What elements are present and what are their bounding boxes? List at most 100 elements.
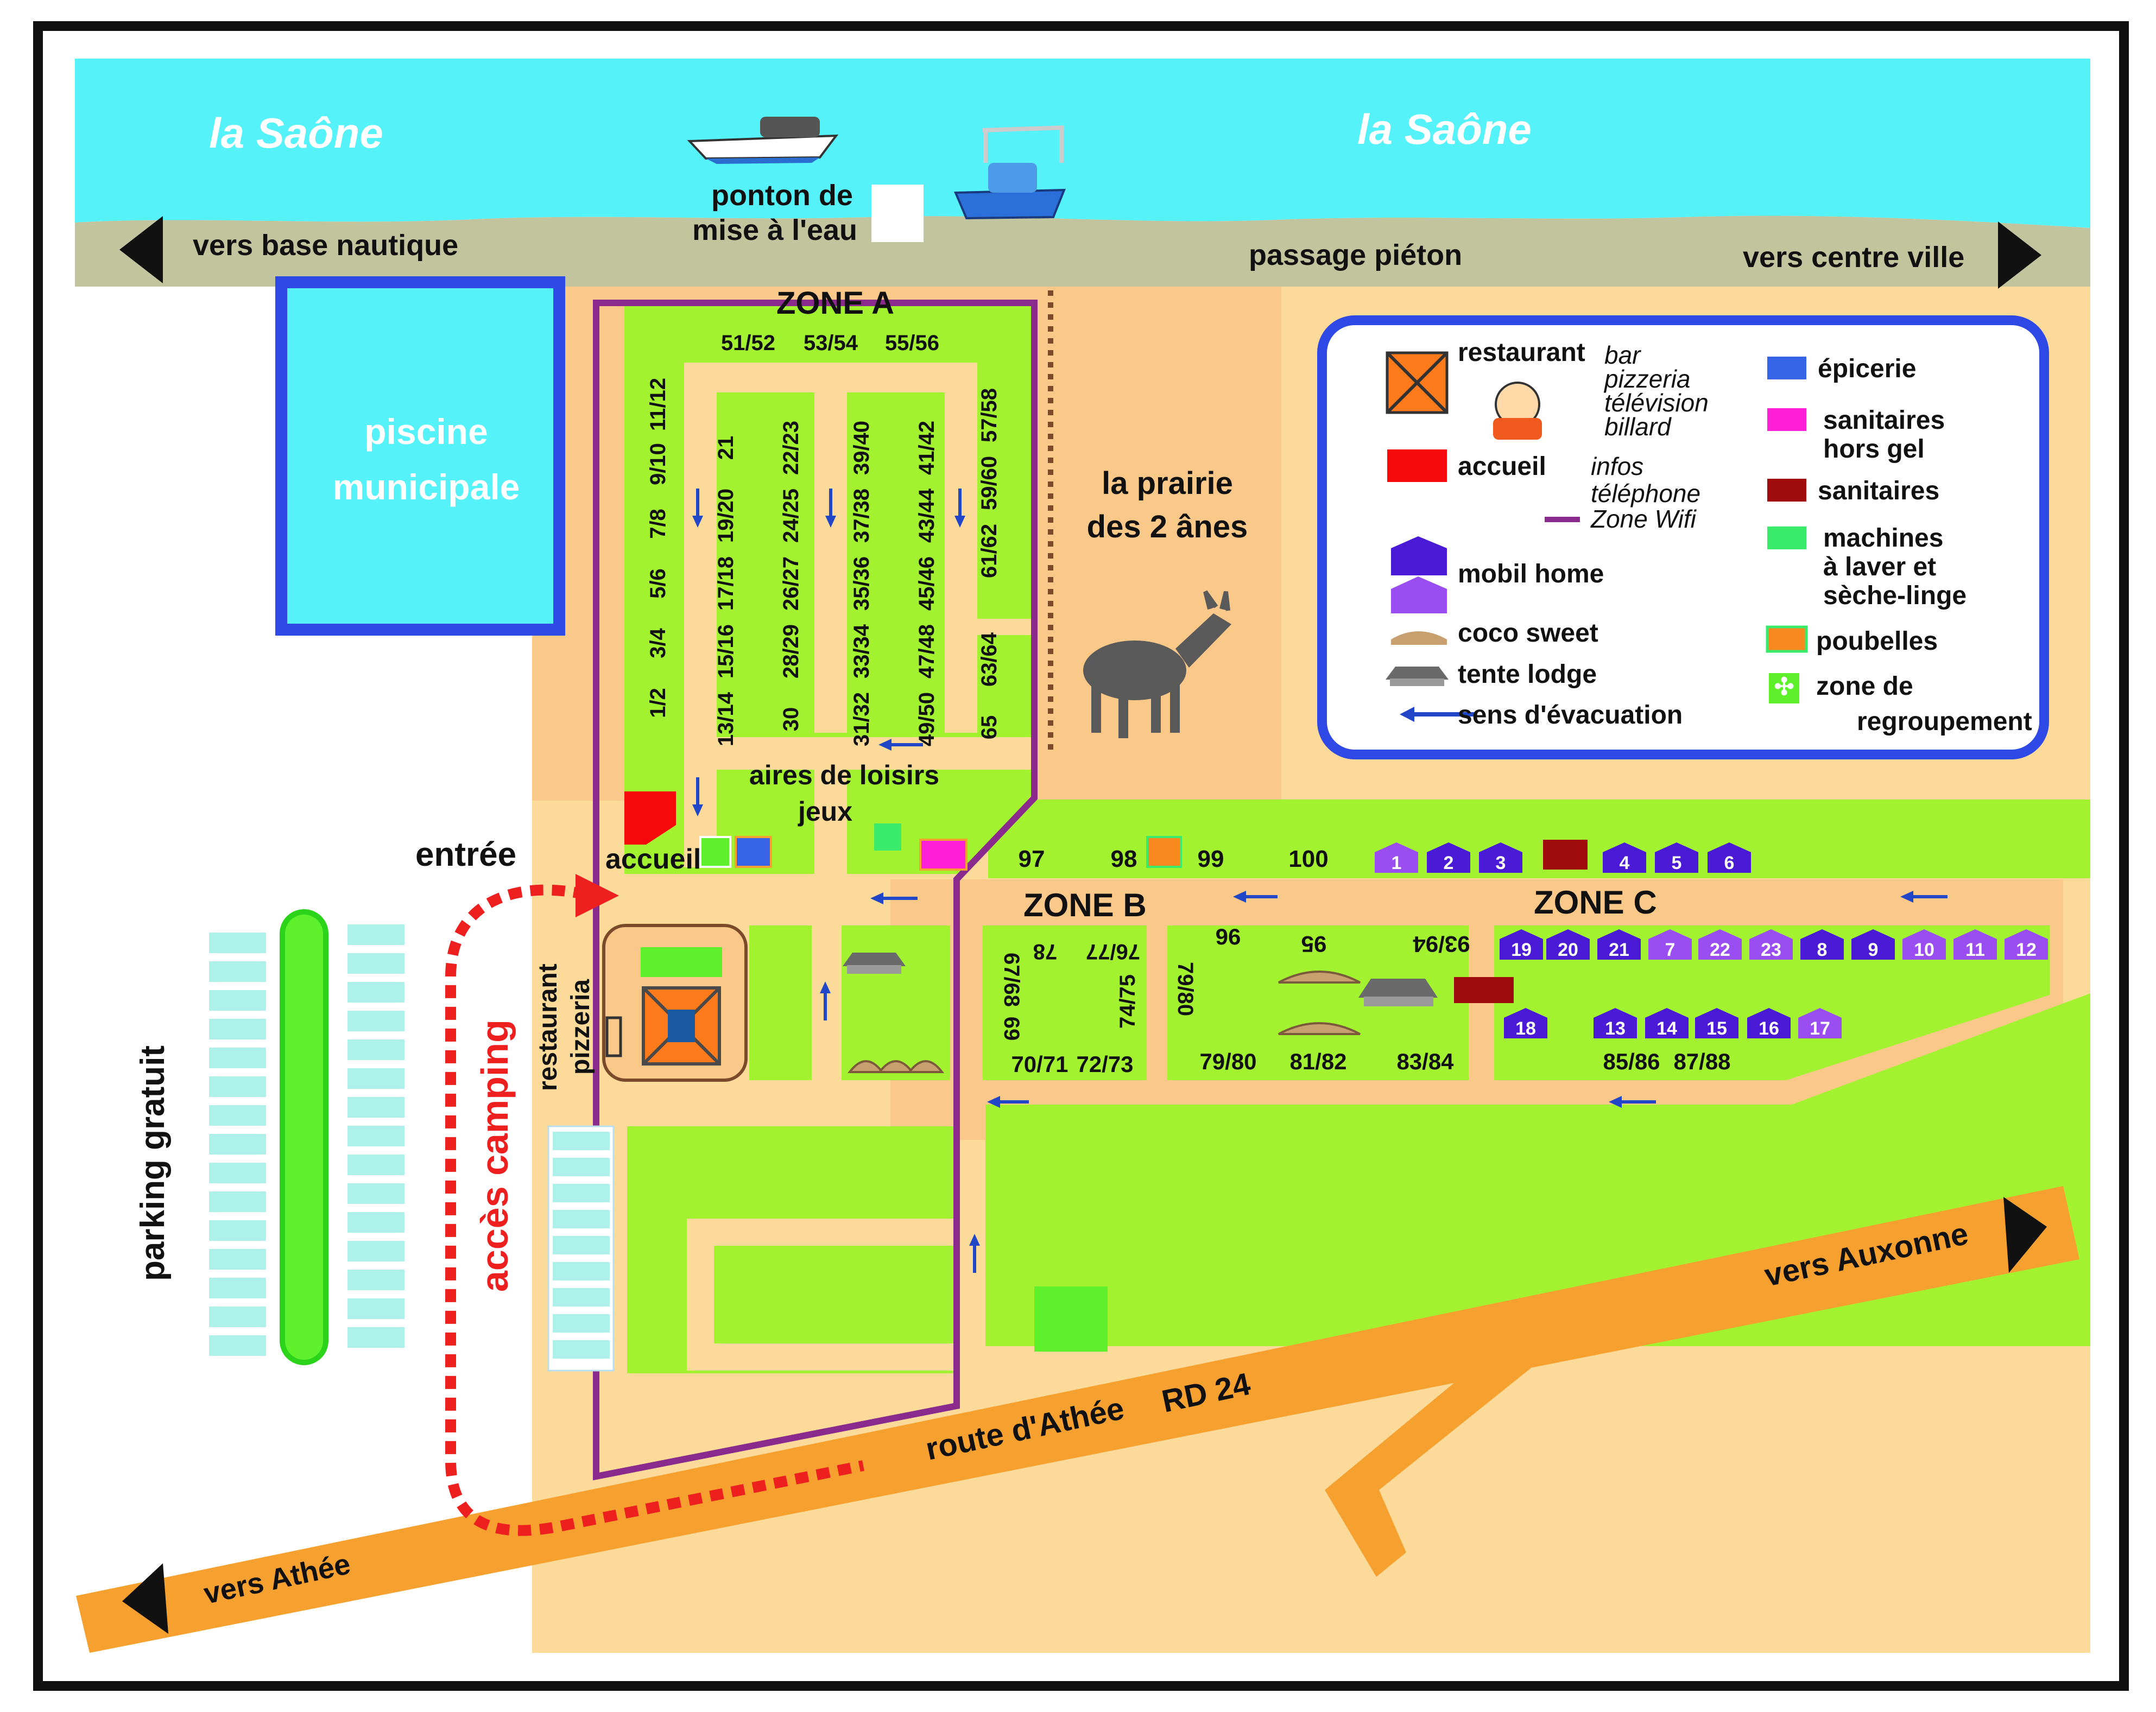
parking-slot [347,982,404,1003]
legend-wifi: Zone Wifi [1590,505,1697,533]
pitch-72-73: 72/73 [1076,1051,1133,1077]
mobil-home-icon: 12 [2005,929,2048,960]
parking [209,909,404,1365]
prairie-label-1: la prairie [1102,466,1233,501]
pitch-93-94: 93/94 [1413,931,1470,957]
parking-slot [347,1298,404,1319]
mobil-home-icon: 16 [1747,1008,1791,1039]
pitch-label: 17/18 [714,556,738,611]
river-label-right: la Saône [1357,105,1532,153]
pitch-97: 97 [1019,846,1045,872]
prairie-label-2: des 2 ânes [1087,509,1248,544]
mobil-home-icon: 3 [1479,842,1522,873]
legend-infos: infos [1591,452,1643,480]
pitch-label: 43/44 [915,488,939,543]
wifi-zone-outline [593,300,1038,1481]
pitch-label: 5/6 [646,568,670,599]
parking-slot [347,1327,404,1348]
access-path [445,884,864,1536]
mobil-home-icon: 5 [1655,842,1698,873]
zone-a [624,305,1032,878]
svg-text:1: 1 [1392,853,1402,873]
pitch-67-68: 67/68 [1000,953,1023,1007]
path-right-label: vers centre ville [1743,241,1964,274]
svg-text:9: 9 [1868,940,1879,960]
coco-sweet-icon [907,1060,945,1073]
legend-machines-1: machines [1823,524,1943,553]
parking-slot [209,1249,266,1270]
mobil-home-icon: 11 [1953,929,1997,960]
tente-lodge-icon [843,953,906,974]
road-rd24 [76,1186,2079,1653]
mobil-home-icon: 18 [1504,1008,1547,1039]
parking-slot [209,1048,266,1068]
mobil-home-icon: 14 [1645,1008,1689,1039]
svg-text:7: 7 [1665,940,1676,960]
pitch-83-84: 83/84 [1396,1049,1454,1074]
parking-slot [209,990,266,1011]
parking-slot [347,924,404,945]
poubelles-legend-icon [1766,625,1808,653]
legend-bar: bar [1604,341,1641,369]
pitch-74-75: 74/75 [1116,974,1140,1029]
parking-slot [209,1019,266,1039]
legend-poubelles: poubelles [1816,627,1938,656]
pitch-label: 39/40 [850,421,874,475]
mobil-home-icon: 2 [1427,842,1470,873]
pitch-95: 95 [1301,931,1327,957]
mobil-home-icon: 23 [1749,929,1793,960]
pitch-98: 98 [1111,846,1137,872]
parking-slot [347,1212,404,1233]
svg-text:11: 11 [1965,940,1985,960]
pitch-label: 7/8 [646,509,670,539]
parking-slot [209,1278,266,1298]
ponton-square [871,185,924,242]
restaurant-pizzeria [602,924,748,1082]
sanitaires-building-c [1543,840,1588,870]
parking-slot [347,1126,404,1146]
pitch-76-77: 76/77 [1086,940,1140,963]
machines-building [874,823,901,851]
pitch-label: 19/20 [714,489,738,543]
acces-camping-label: accès camping [473,1019,516,1292]
mobil-home-legend-icon [1391,536,1447,613]
parking-slot [209,1191,266,1212]
coco-sweet-legend-icon [1391,631,1447,645]
pitch-label: 65 [977,715,1001,740]
pitch-87-88: 87/88 [1673,1049,1730,1074]
pitch-label: 11/12 [646,378,670,431]
sanit-gel-building [919,839,968,871]
path-center-label: passage piéton [1249,239,1462,271]
pitch-label: 47/48 [915,624,939,679]
legend: ✣ restaurant bar pizzeria télévision bil… [1317,315,2049,759]
pitch-label: 26/27 [779,556,803,611]
svg-text:✣: ✣ [1774,674,1794,700]
pitch-label: 37/38 [850,489,874,543]
parking-label: parking gratuit [134,1045,172,1281]
svg-text:21: 21 [1609,940,1629,960]
pitch-96: 96 [1216,924,1241,949]
svg-text:2: 2 [1444,853,1454,873]
svg-text:5: 5 [1672,853,1682,873]
parking-slot [347,1155,404,1175]
legend-epicerie: épicerie [1818,354,1916,383]
pitch-label: 24/25 [779,489,803,543]
parking-slot [553,1158,610,1176]
pitch-85-86: 85/86 [1603,1049,1660,1074]
coco-sweet-icon [1278,971,1361,984]
mobil-home-icon: 21 [1597,929,1641,960]
parking-slot [553,1132,610,1150]
parking-slot [553,1340,610,1359]
legend-mobil-home: mobil home [1458,560,1604,588]
pitch-label: 1/2 [646,688,670,718]
svg-text:6: 6 [1724,853,1735,873]
pitch-99: 99 [1198,846,1224,872]
mobil-home-icon: 19 [1500,929,1543,960]
pitch-69: 69 [1000,1017,1023,1041]
pitch-100: 100 [1288,846,1328,872]
pitch-label: 33/34 [850,624,874,679]
pitch-label: 9/10 [646,443,670,485]
restaurant-label-2: pizzeria [566,979,595,1075]
tente-lodge-legend-icon [1386,667,1449,686]
arrow-athee-icon [122,1563,168,1634]
